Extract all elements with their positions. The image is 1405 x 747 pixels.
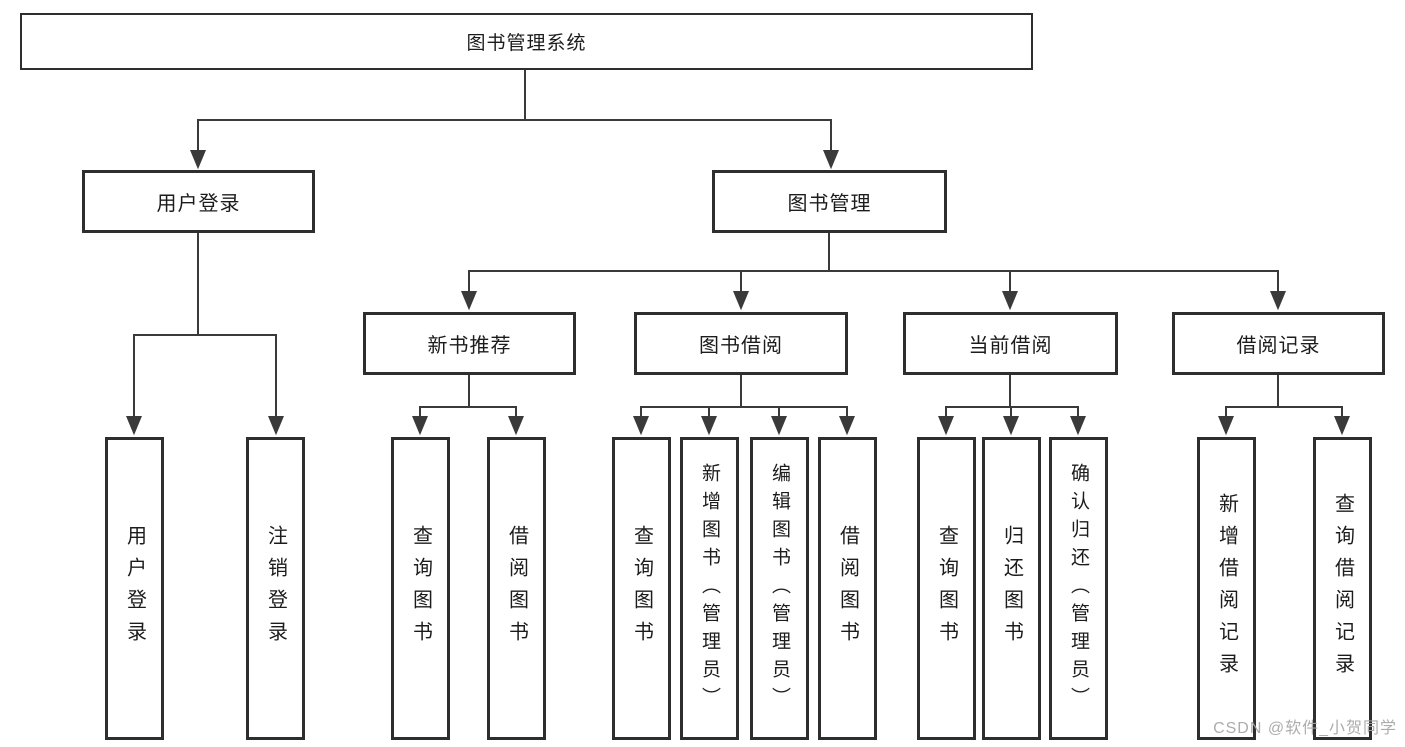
node-current-borrow-label: 当前借阅 xyxy=(968,335,1053,357)
leaf-current-query-books-label: 查询图书 xyxy=(935,524,958,653)
leaf-current-return-books-label: 归还图书 xyxy=(1000,524,1023,653)
leaf-borrow-edit-books-admin-label: 编辑图书（管理员） xyxy=(769,462,790,715)
leaf-borrow-borrow-books: 借阅图书 xyxy=(818,437,877,740)
leaf-recommend-query-books-label: 查询图书 xyxy=(409,524,432,653)
leaf-records-add-label: 新增借阅记录 xyxy=(1215,492,1238,685)
leaf-records-query: 查询借阅记录 xyxy=(1313,437,1372,740)
node-new-book-recommend-label: 新书推荐 xyxy=(427,335,512,357)
node-borrow-records: 借阅记录 xyxy=(1172,312,1385,375)
leaf-borrow-query-books: 查询图书 xyxy=(612,437,671,740)
node-new-book-recommend: 新书推荐 xyxy=(363,312,576,375)
leaf-current-return-books: 归还图书 xyxy=(982,437,1041,740)
node-book-management-label: 图书管理 xyxy=(787,193,872,215)
node-root-system: 图书管理系统 xyxy=(20,13,1033,70)
leaf-records-add: 新增借阅记录 xyxy=(1197,437,1256,740)
leaf-current-confirm-return-admin: 确认归还（管理员） xyxy=(1049,437,1108,740)
node-book-borrow-label: 图书借阅 xyxy=(699,335,783,357)
leaf-borrow-borrow-books-label: 借阅图书 xyxy=(836,524,859,653)
leaf-records-query-label: 查询借阅记录 xyxy=(1331,492,1354,685)
node-borrow-records-label: 借阅记录 xyxy=(1236,335,1321,357)
leaf-current-query-books: 查询图书 xyxy=(917,437,976,740)
leaf-logout: 注销登录 xyxy=(246,437,305,740)
leaf-borrow-edit-books-admin: 编辑图书（管理员） xyxy=(750,437,809,740)
node-user-login-label: 用户登录 xyxy=(156,193,241,215)
leaf-recommend-query-books: 查询图书 xyxy=(391,437,450,740)
csdn-watermark: CSDN @软件_小贺同学 xyxy=(1213,720,1397,737)
node-book-management: 图书管理 xyxy=(712,170,947,233)
leaf-borrow-query-books-label: 查询图书 xyxy=(630,524,653,653)
leaf-recommend-borrow-books: 借阅图书 xyxy=(487,437,546,740)
leaf-borrow-add-books-admin: 新增图书（管理员） xyxy=(680,437,739,740)
node-book-borrow: 图书借阅 xyxy=(634,312,848,375)
leaf-logout-label: 注销登录 xyxy=(264,524,287,653)
leaf-user-login: 用户登录 xyxy=(105,437,164,740)
node-user-login: 用户登录 xyxy=(82,170,315,233)
leaf-current-confirm-return-admin-label: 确认归还（管理员） xyxy=(1068,462,1089,715)
node-current-borrow: 当前借阅 xyxy=(903,312,1118,375)
node-root-label: 图书管理系统 xyxy=(466,33,587,54)
leaf-user-login-label: 用户登录 xyxy=(123,524,146,653)
leaf-borrow-add-books-admin-label: 新增图书（管理员） xyxy=(699,462,720,715)
leaf-recommend-borrow-books-label: 借阅图书 xyxy=(505,524,528,653)
